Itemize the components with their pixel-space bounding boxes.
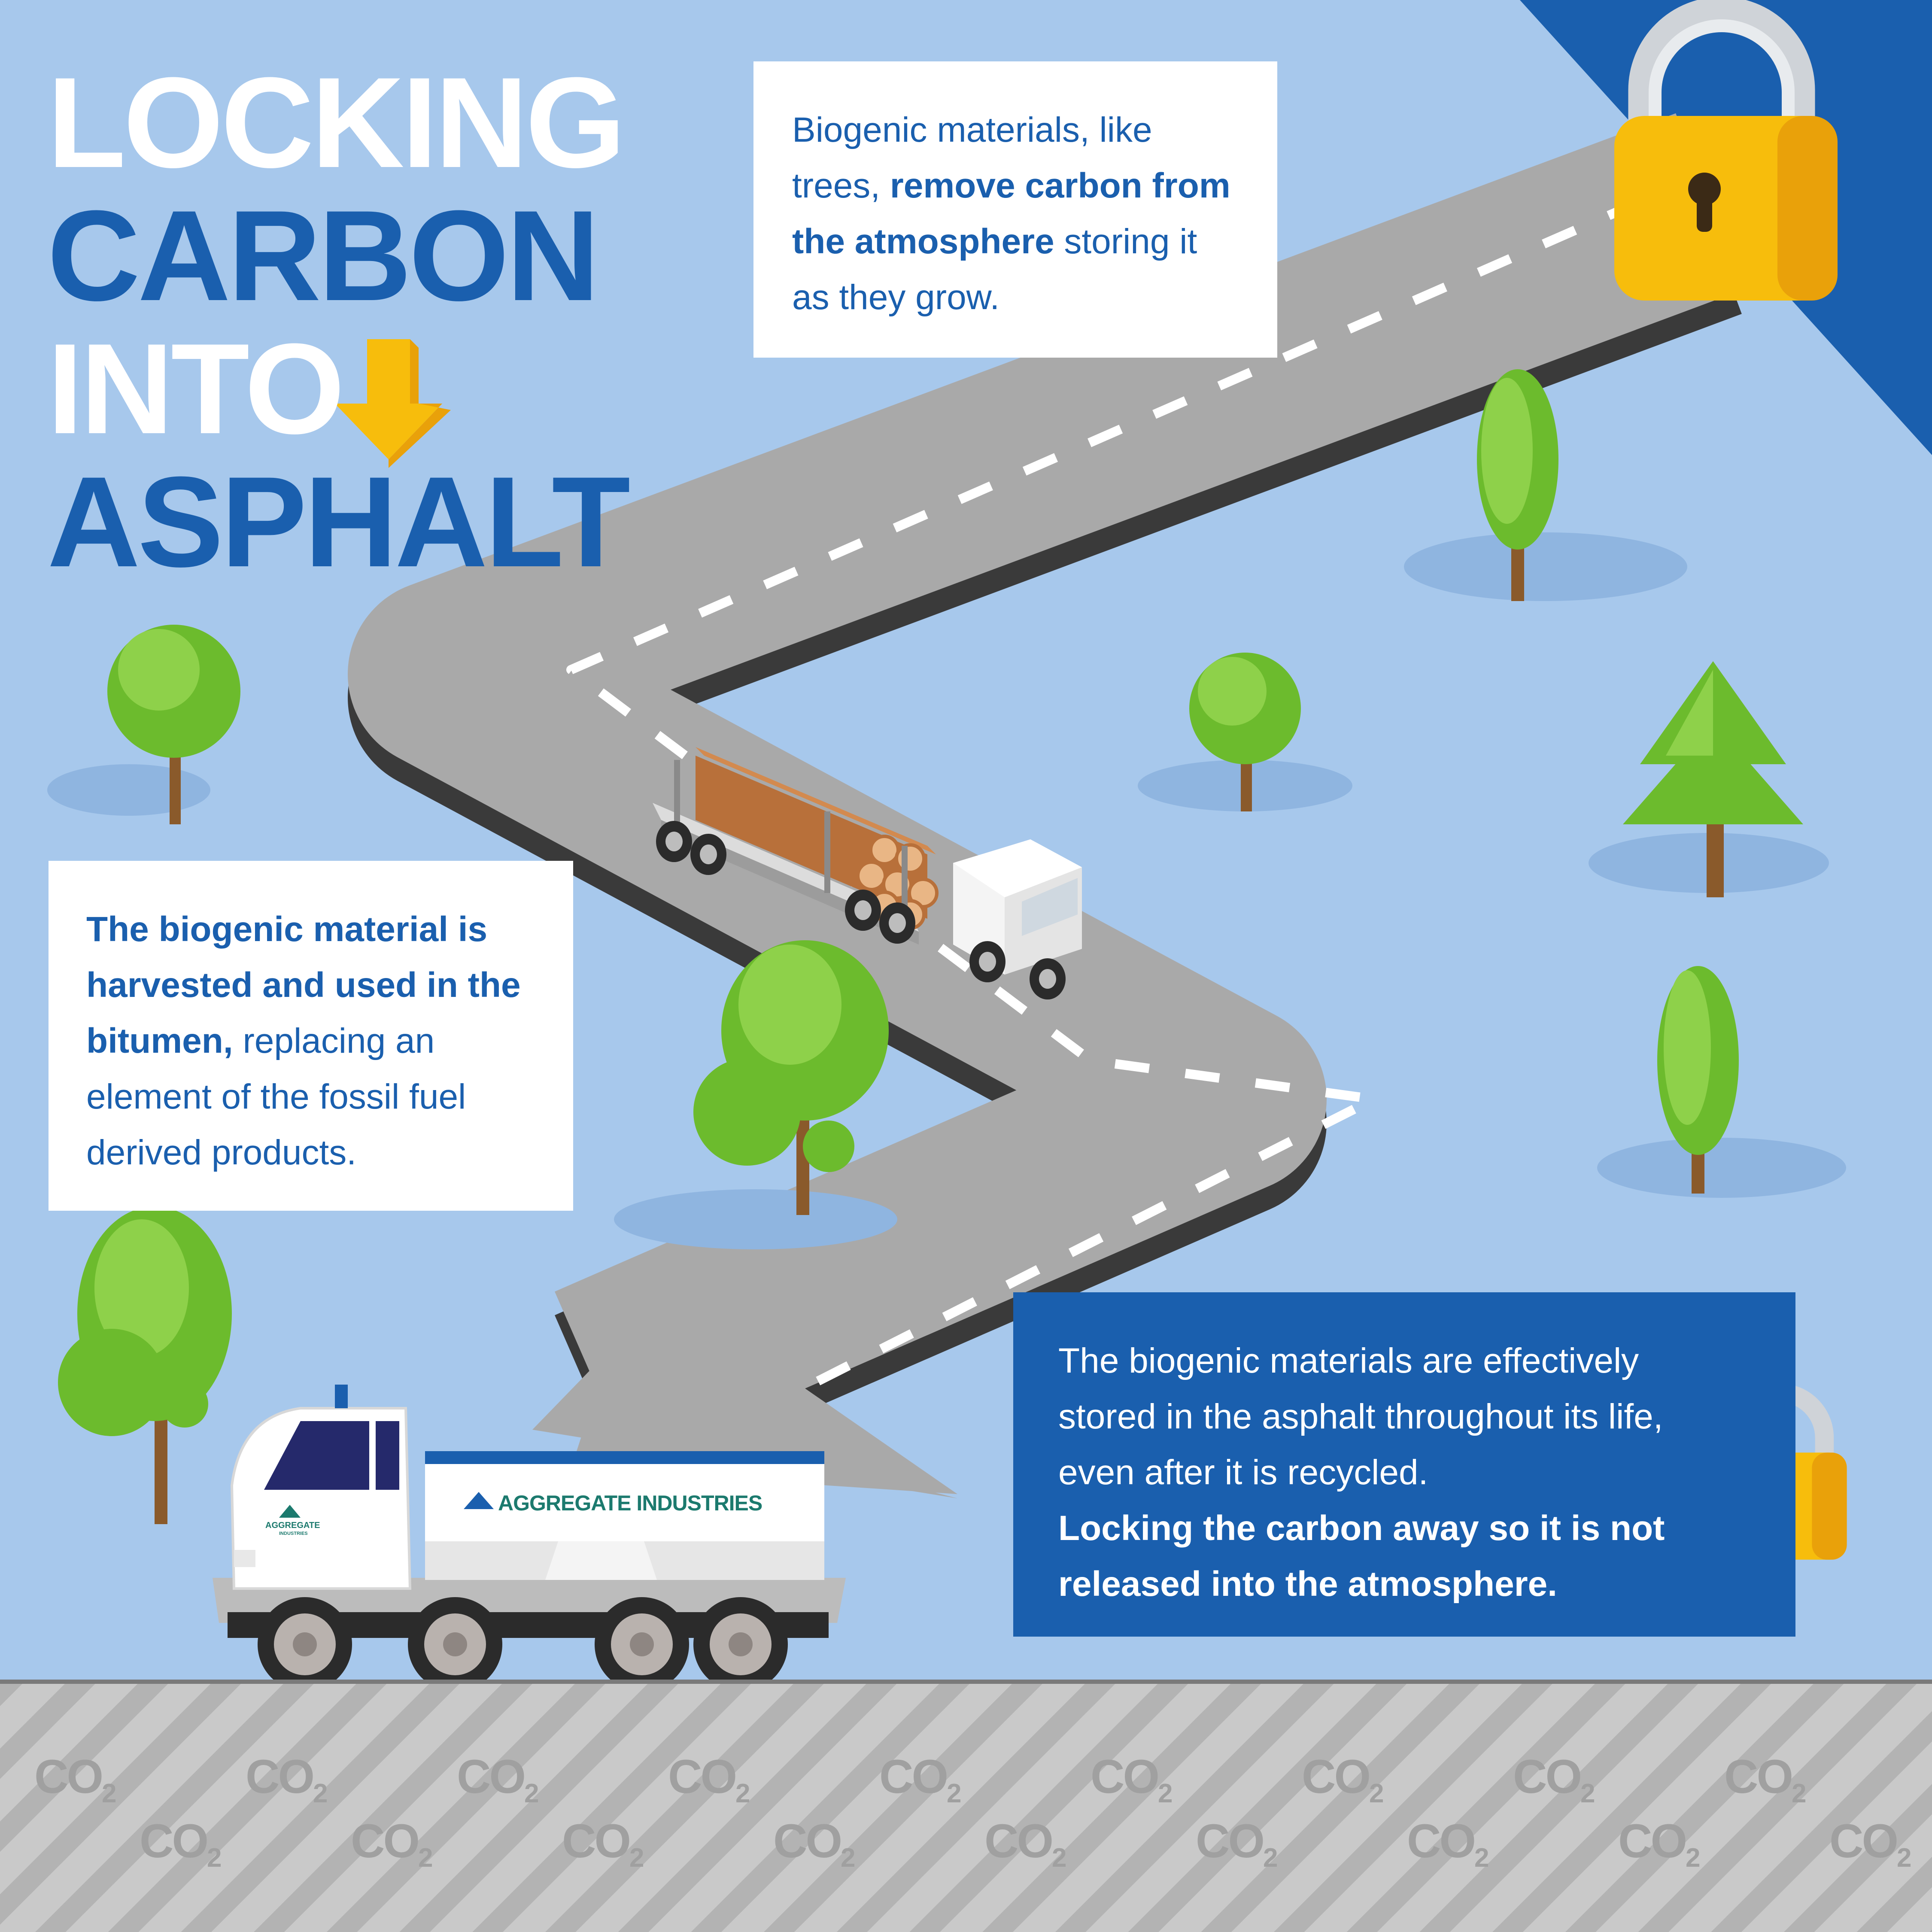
- co2-label: CO2: [1302, 1750, 1384, 1809]
- co2-label: CO2: [1513, 1750, 1595, 1809]
- co2-label: CO2: [1091, 1750, 1173, 1809]
- co2-subscript: 2: [524, 1779, 539, 1808]
- co2-label: CO2: [34, 1750, 117, 1809]
- co2-main-text: CO: [773, 1815, 842, 1868]
- co2-label: CO2: [1407, 1814, 1489, 1873]
- ground-strip: [0, 1681, 1932, 1932]
- co2-label: CO2: [1724, 1750, 1807, 1809]
- co2-main-text: CO: [879, 1750, 948, 1803]
- co2-main-text: CO: [1618, 1815, 1687, 1868]
- co2-subscript: 2: [1897, 1843, 1912, 1873]
- box1-text-a: Biogenic materials, like trees,: [792, 110, 1152, 205]
- co2-label: CO2: [1618, 1814, 1701, 1873]
- co2-main-text: CO: [1724, 1750, 1793, 1803]
- co2-subscript: 2: [1052, 1843, 1067, 1873]
- tanker-brand-label: AGGREGATE INDUSTRIES: [498, 1491, 762, 1515]
- co2-main-text: CO: [351, 1815, 420, 1868]
- co2-subscript: 2: [1158, 1779, 1173, 1808]
- box2-text-a: replacing an element of the fossil fuel …: [86, 1021, 466, 1172]
- down-arrow-icon: [335, 339, 451, 468]
- title-line-4: ASPHALT: [47, 450, 630, 594]
- box1-text-bold: remove carbon from the atmosphere: [792, 166, 1230, 261]
- co2-subscript: 2: [629, 1843, 644, 1873]
- co2-label: CO2: [562, 1814, 644, 1873]
- co2-subscript: 2: [1474, 1843, 1489, 1873]
- co2-subscript: 2: [1792, 1779, 1807, 1808]
- co2-subscript: 2: [1580, 1779, 1595, 1808]
- page-title: LOCKING CARBON INTO ASPHALT: [47, 50, 630, 594]
- co2-label: CO2: [773, 1814, 856, 1873]
- box1-text-b: storing it as they grow.: [792, 222, 1197, 317]
- info-box-storage: The biogenic materials are effectively s…: [1013, 1292, 1795, 1637]
- co2-main-text: CO: [1196, 1815, 1265, 1868]
- co2-main-text: CO: [457, 1750, 526, 1803]
- co2-subscript: 2: [841, 1843, 856, 1873]
- title-line-1: LOCKING: [47, 50, 626, 194]
- co2-main-text: CO: [246, 1750, 315, 1803]
- co2-main-text: CO: [1091, 1750, 1160, 1803]
- co2-main-text: CO: [562, 1815, 631, 1868]
- info-box-carbon-removal: Biogenic materials, like trees, remove c…: [753, 61, 1277, 358]
- co2-subscript: 2: [313, 1779, 328, 1808]
- co2-label: CO2: [668, 1750, 750, 1809]
- co2-label: CO2: [351, 1814, 433, 1873]
- co2-main-text: CO: [984, 1815, 1054, 1868]
- co2-main-text: CO: [1407, 1815, 1476, 1868]
- box2-text-bold: The biogenic material is harvested and u…: [86, 910, 521, 1060]
- co2-label: CO2: [1196, 1814, 1278, 1873]
- co2-label: CO2: [879, 1750, 962, 1809]
- co2-subscript: 2: [947, 1779, 962, 1808]
- padlock-icon: [1614, 0, 1838, 301]
- co2-label: CO2: [984, 1814, 1067, 1873]
- co2-label: CO2: [246, 1750, 328, 1809]
- co2-main-text: CO: [34, 1750, 103, 1803]
- co2-subscript: 2: [207, 1843, 222, 1873]
- log-truck-icon: [653, 747, 1082, 999]
- co2-subscript: 2: [1263, 1843, 1278, 1873]
- co2-main-text: CO: [1302, 1750, 1371, 1803]
- co2-main-text: CO: [140, 1815, 209, 1868]
- co2-subscript: 2: [102, 1779, 117, 1808]
- title-line-2: CARBON: [47, 183, 600, 328]
- tanker-truck-icon: [213, 1385, 846, 1692]
- cab-brand-sub: INDUSTRIES: [279, 1531, 308, 1536]
- cab-brand-name: AGGREGATE: [265, 1521, 320, 1530]
- co2-main-text: CO: [668, 1750, 737, 1803]
- box3-text-a: The biogenic materials are effectively s…: [1058, 1341, 1663, 1492]
- tree-icon: [47, 369, 1846, 1524]
- co2-label: CO2: [1829, 1814, 1912, 1873]
- co2-main-text: CO: [1829, 1815, 1899, 1868]
- co2-subscript: 2: [1686, 1843, 1701, 1873]
- co2-label: CO2: [140, 1814, 222, 1873]
- title-line-3: INTO: [47, 316, 345, 461]
- box3-text-bold: Locking the carbon away so it is not rel…: [1058, 1509, 1665, 1604]
- co2-subscript: 2: [418, 1843, 433, 1873]
- co2-label: CO2: [457, 1750, 539, 1809]
- co2-subscript: 2: [1369, 1779, 1384, 1808]
- info-box-harvest: The biogenic material is harvested and u…: [49, 861, 573, 1211]
- co2-subscript: 2: [735, 1779, 750, 1808]
- co2-main-text: CO: [1513, 1750, 1582, 1803]
